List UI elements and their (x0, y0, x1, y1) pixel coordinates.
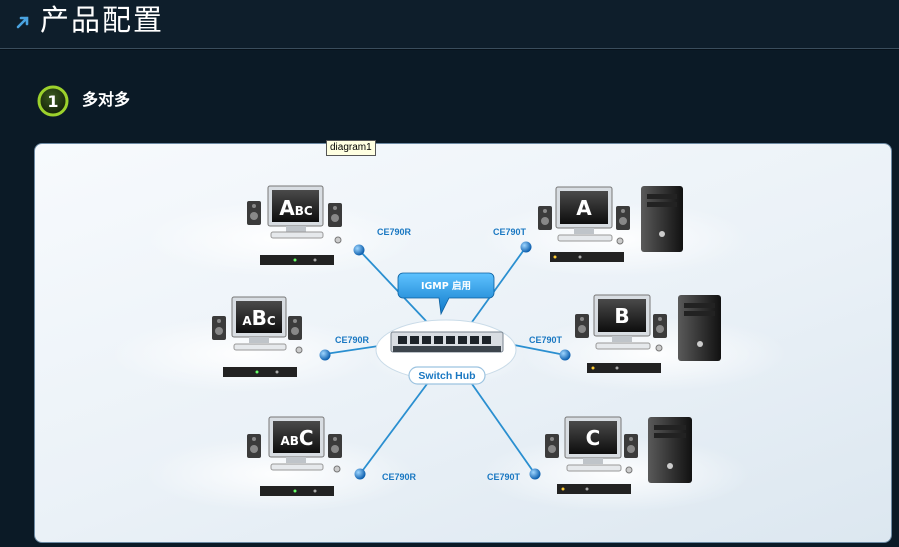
link-left-bottom (359, 383, 428, 475)
link-left-top (358, 249, 428, 323)
tooltip: diagram1 (326, 140, 376, 156)
svg-text:ABC: ABC (280, 426, 313, 450)
device-label-right-bottom: CE790T (487, 472, 521, 482)
switch-hub: Switch Hub (375, 319, 517, 385)
screen-letter: C (299, 426, 314, 450)
device-label-left-top: CE790R (377, 227, 412, 237)
device-label-left-mid: CE790R (335, 335, 370, 345)
station-left-mid: ABC (212, 296, 303, 377)
screen-letter: B (252, 306, 267, 330)
diagram-panel: CE790R CE790R CE790R CE790T CE790T CE790… (34, 143, 892, 543)
page-title: 产品配置 (40, 3, 165, 37)
link-right-mid (508, 343, 566, 356)
igmp-callout-label: IGMP 启用 (421, 280, 471, 292)
screen-letter: BC (295, 204, 313, 218)
screen-letter: C (586, 426, 601, 450)
step-number: 1 (47, 92, 58, 111)
screen-letter: AB (280, 434, 298, 448)
station-right-mid: B (575, 294, 721, 373)
arrow-up-right-icon (16, 16, 29, 29)
section-title: 多对多 (82, 90, 131, 109)
screen-letter: A (279, 196, 295, 220)
screen-letter: B (614, 304, 629, 328)
switch-hub-label: Switch Hub (418, 370, 475, 382)
device-label-left-bottom: CE790R (382, 472, 417, 482)
igmp-callout: IGMP 启用 (397, 272, 495, 316)
screen-letter: A (242, 314, 252, 328)
device-label-right-mid: CE790T (529, 335, 563, 345)
network-diagram: CE790R CE790R CE790R CE790T CE790T CE790… (110, 185, 788, 512)
link-endpoints (319, 241, 571, 480)
station-left-bottom: ABC (247, 416, 342, 496)
station-right-bottom: C (545, 416, 692, 494)
screen-letter: A (576, 196, 592, 220)
step-number-badge: 1 (37, 85, 69, 117)
link-right-bottom (471, 383, 536, 475)
page-header: 产品配置 (0, 0, 899, 49)
station-right-top: A (538, 186, 683, 262)
device-label-right-top: CE790T (493, 227, 527, 237)
link-right-top (471, 246, 527, 323)
svg-text:ABC: ABC (279, 196, 313, 220)
svg-text:ABC: ABC (242, 306, 276, 330)
station-left-top: ABC (247, 185, 342, 265)
screen-letter: C (267, 314, 276, 328)
